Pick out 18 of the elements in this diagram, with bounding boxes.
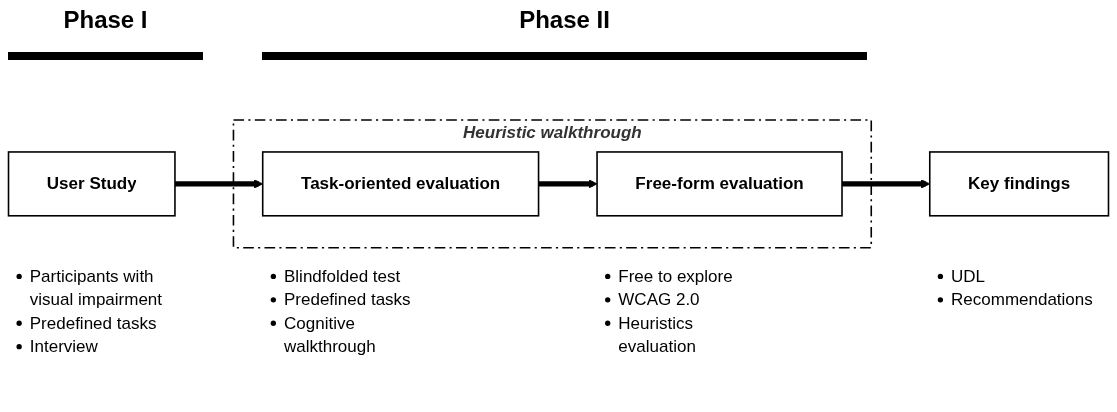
process-box: Key findings bbox=[928, 151, 1110, 217]
list-item: Cognitive walkthrough bbox=[284, 313, 376, 356]
list-item: Free to explore bbox=[618, 266, 733, 286]
phase-heading: Phase II bbox=[518, 6, 611, 34]
list-item: Blindfolded test bbox=[284, 266, 401, 286]
arrow bbox=[538, 179, 598, 189]
list-item: Predefined tasks bbox=[29, 313, 157, 333]
list-item: Predefined tasks bbox=[284, 290, 411, 310]
process-box: User Study bbox=[7, 151, 176, 217]
list-item: Participants with visual impairment bbox=[29, 266, 163, 310]
process-box: Free-form evaluation bbox=[596, 151, 843, 217]
phase-heading: Phase I bbox=[62, 6, 149, 34]
list-item: UDL bbox=[951, 266, 986, 286]
list-item: Interview bbox=[29, 336, 98, 356]
process-box: Task-oriented evaluation bbox=[261, 151, 540, 217]
list-item: Heuristics evaluation bbox=[618, 313, 696, 356]
list-item: WCAG 2.0 bbox=[618, 290, 700, 310]
list-item: Recommendations bbox=[951, 290, 1093, 310]
